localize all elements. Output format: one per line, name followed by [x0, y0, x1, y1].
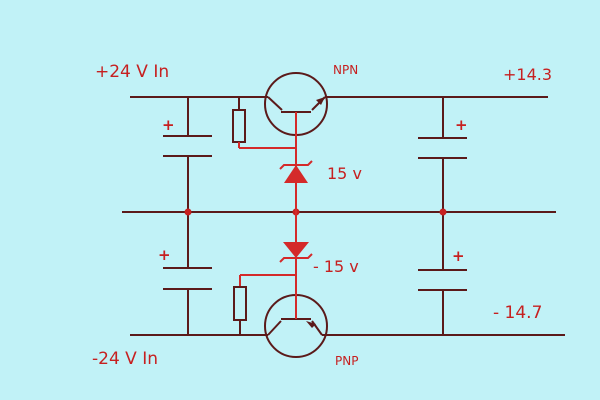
zener-diode-top [279, 148, 313, 212]
bottom-bias-resistor [233, 274, 296, 335]
junction-dot-left [184, 208, 192, 216]
junction-dot-right [439, 208, 447, 216]
pnp-label: PNP [335, 354, 358, 368]
top-bias-resistor [232, 97, 296, 149]
input-capacitor-top [163, 97, 212, 212]
pnp-transistor [264, 275, 328, 358]
input-capacitor-bottom [163, 212, 212, 335]
npn-label: NPN [333, 63, 358, 77]
zener-diode-bottom [279, 212, 313, 275]
positive-input-label: +24 V In [95, 62, 169, 82]
output-capacitor-top [418, 97, 467, 212]
positive-output-label: +14.3 [503, 65, 552, 84]
output-capacitor-bottom [418, 212, 467, 335]
polarity-plus-sign: + [452, 247, 465, 265]
polarity-plus-sign: + [158, 246, 171, 264]
negative-input-label: -24 V In [92, 349, 158, 369]
negative-output-label: - 14.7 [493, 303, 542, 323]
npn-transistor [264, 72, 328, 148]
zener-top-voltage-label: 15 v [327, 164, 362, 183]
zener-bottom-voltage-label: - 15 v [313, 257, 359, 276]
polarity-plus-sign: + [162, 116, 175, 134]
polarity-plus-sign: + [455, 116, 468, 134]
